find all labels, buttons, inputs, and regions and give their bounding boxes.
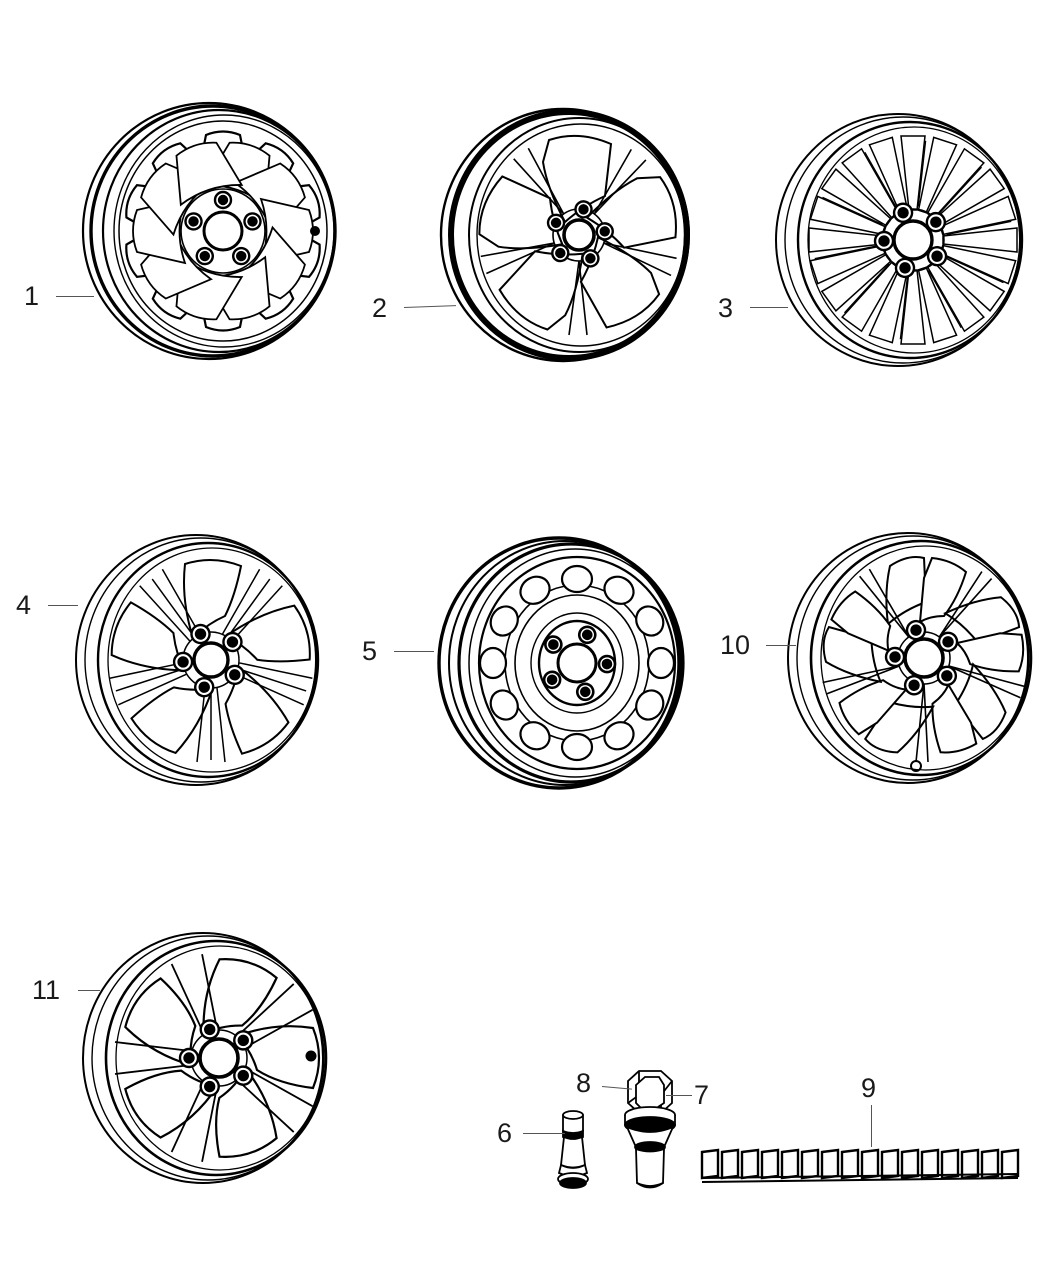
valve-hole-11 (305, 1050, 317, 1062)
valve-hole-1 (310, 226, 320, 236)
part-2-alloy-wheel-5-spoke (437, 107, 695, 365)
callout-1: 1 (24, 281, 40, 311)
part-4-alloy-wheel-5-twin-spoke (72, 533, 328, 789)
part-3-alloy-wheel-multi-spoke (772, 112, 1030, 370)
leader-line-1 (56, 296, 94, 298)
part-9-wheel-balance-weight-strip (698, 1144, 1022, 1190)
leader-line-6 (523, 1133, 565, 1135)
callout-3: 3 (718, 293, 734, 323)
callout-4: 4 (16, 590, 32, 620)
callout-9: 9 (861, 1073, 877, 1103)
callout-8: 8 (576, 1068, 592, 1098)
callout-7: 7 (694, 1080, 710, 1110)
leader-line-7 (666, 1095, 692, 1097)
part-10-alloy-wheel-5-split-spoke (784, 530, 1042, 788)
part-11-alloy-wheel-5-spoke-painted (79, 930, 337, 1188)
callout-5: 5 (362, 636, 378, 666)
leader-line-5 (394, 651, 434, 653)
part-6-tire-valve-stem (545, 1105, 601, 1195)
leader-line-4 (48, 605, 78, 607)
leader-line-3 (750, 307, 788, 309)
callout-11: 11 (32, 975, 61, 1005)
callout-10: 10 (720, 630, 751, 660)
part-7-wheel-lug-bolt (615, 1063, 685, 1195)
callout-2: 2 (372, 293, 388, 323)
part-5-steel-spare-wheel (435, 535, 693, 793)
part-8-lug-bolt-hex-head (627, 1070, 673, 1114)
callout-6: 6 (497, 1118, 513, 1148)
leader-line-9 (871, 1105, 873, 1147)
leader-line-11 (78, 990, 100, 992)
leader-line-10 (766, 645, 796, 647)
valve-hole-10 (910, 760, 922, 772)
part-1-alloy-wheel-10-spoke (77, 100, 337, 362)
